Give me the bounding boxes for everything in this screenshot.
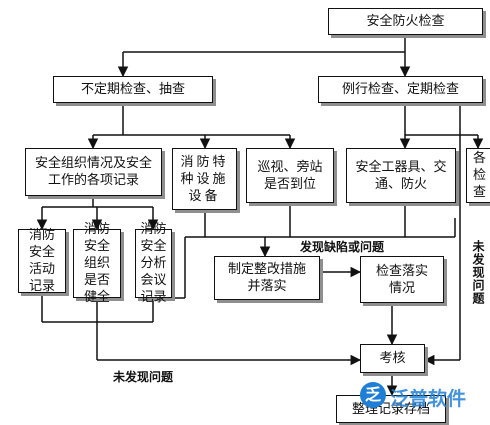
node-irregular: 不定期检查、抽查	[53, 76, 213, 103]
node-fire-meeting: 消防安全分析会议记录	[135, 222, 172, 305]
node-fire-facilities: 消防特种设施设备	[172, 148, 237, 210]
node-tools: 安全工器具、交通、防火	[346, 148, 456, 203]
node-rectify-label: 制定整改措施并落实	[227, 262, 306, 294]
watermark-logo: 乏 泛普软件	[360, 380, 490, 410]
logo-text: 泛普软件	[390, 388, 467, 410]
logo-mark-icon: 乏	[360, 382, 386, 408]
node-verify: 检查落实情况	[360, 256, 444, 303]
node-rectify: 制定整改措施并落实	[214, 256, 320, 300]
node-top: 安全防火检查	[328, 8, 483, 35]
node-fire-org: 消防安全组织是否健全	[73, 222, 121, 305]
node-assess: 考核	[360, 344, 425, 373]
node-org-records-label: 安全组织情况及安全工作的各项记录	[34, 156, 152, 188]
node-fire-activity-label: 消防安全活动记录	[28, 228, 55, 294]
node-tools-label: 安全工器具、交通、防火	[355, 159, 447, 192]
node-top-label: 安全防火检查	[366, 14, 445, 29]
label-found-defect: 发现缺陷或问题	[300, 240, 385, 254]
node-fire-activity: 消防安全活动记录	[18, 228, 66, 294]
node-partial: 各检查	[466, 148, 490, 203]
node-irregular-label: 不定期检查、抽查	[80, 82, 185, 97]
label-not-found-right: 未发现问题	[471, 240, 485, 305]
node-verify-label: 检查落实情况	[375, 263, 428, 296]
label-not-found-bottom: 未发现问题	[113, 370, 174, 384]
node-org-records: 安全组织情况及安全工作的各项记录	[25, 148, 162, 196]
node-fire-meeting-label: 消防安全分析会议记录	[140, 222, 167, 305]
node-patrol-label: 巡视、旁站是否到位	[257, 159, 323, 192]
node-patrol: 巡视、旁站是否到位	[246, 148, 334, 203]
node-assess-label: 考核	[379, 351, 406, 366]
node-fire-org-label: 消防安全组织是否健全	[83, 222, 110, 305]
node-regular-label: 例行检查、定期检查	[341, 82, 459, 97]
node-fire-facilities-label: 消防特种设施设备	[180, 154, 229, 204]
node-regular: 例行检查、定期检查	[318, 76, 483, 103]
node-partial-label: 各检查	[473, 151, 487, 200]
